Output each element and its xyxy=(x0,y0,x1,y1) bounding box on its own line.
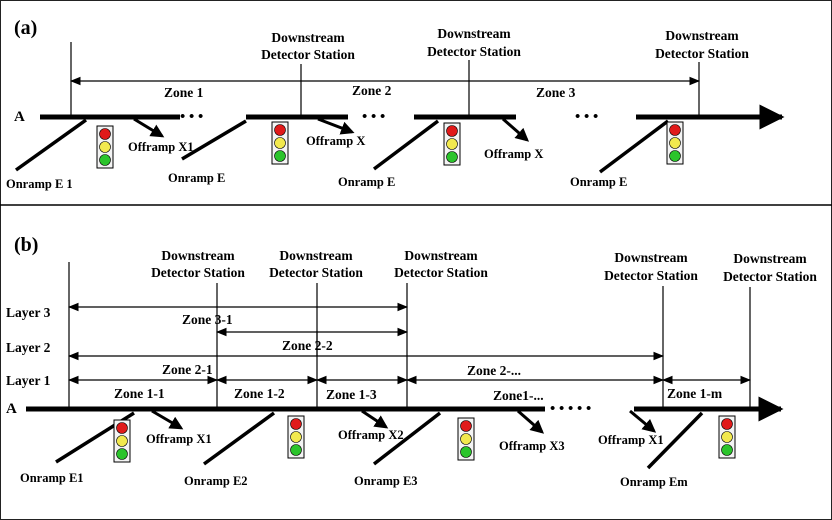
detector-station-label: Detector Station xyxy=(261,47,355,62)
detector-station-label: Downstream xyxy=(161,248,235,263)
zone-label: Zone 1 xyxy=(164,85,204,100)
zone-label: Zone 2-2 xyxy=(282,338,333,353)
detector-station-label: Downstream xyxy=(665,28,739,43)
traffic-signal-icon xyxy=(718,415,736,459)
gap-dots: • • • xyxy=(180,109,203,125)
detector-station-label: Detector Station xyxy=(655,46,749,61)
point-a-label: A xyxy=(14,109,25,125)
offramp-arrow xyxy=(629,409,657,433)
offramp-arrow xyxy=(133,117,165,138)
offramp-label: Offramp X1 xyxy=(598,433,664,447)
gap-dots: • • • xyxy=(575,109,598,125)
onramp-label: Onramp E3 xyxy=(354,474,418,488)
zone-label: Zone 1-m xyxy=(667,386,723,401)
traffic-signal-icon xyxy=(271,121,289,165)
offramp-label: Offramp X xyxy=(484,147,543,161)
detector-station-label: Detector Station xyxy=(604,268,698,283)
offramp-label: Offramp X1 xyxy=(128,140,194,154)
detector-station-label: Detector Station xyxy=(427,44,521,59)
traffic-signal-icon xyxy=(457,417,475,461)
onramp-label: Onramp E2 xyxy=(184,474,248,488)
onramp-label: Onramp E xyxy=(570,175,627,189)
onramp-label: Onramp Em xyxy=(620,475,688,489)
traffic-signal-icon xyxy=(96,125,114,169)
offramp-arrow xyxy=(151,409,184,430)
panel-a-label: (a) xyxy=(14,17,37,39)
zone-label: Zone 2-1 xyxy=(162,362,213,377)
zone-label: Zone 2 xyxy=(352,83,392,98)
zone-label: Zone 1-3 xyxy=(326,387,377,402)
onramp-arrow xyxy=(372,411,442,466)
detector-station-label: Downstream xyxy=(279,248,353,263)
gap-dots: • • • xyxy=(362,109,385,125)
offramp-arrow xyxy=(317,117,355,135)
detector-station-label: Downstream xyxy=(614,250,688,265)
traffic-signal-icon xyxy=(113,419,131,463)
offramp-label: Offramp X xyxy=(306,134,365,148)
detector-station-label: Detector Station xyxy=(723,269,817,284)
detector-station-label: Downstream xyxy=(271,30,345,45)
layer-label: Layer 1 xyxy=(6,373,51,388)
gap-dots: • • • • • xyxy=(550,401,591,417)
layer-label: Layer 3 xyxy=(6,305,51,320)
zone-label: Zone 3 xyxy=(536,85,576,100)
onramp-label: Onramp E xyxy=(338,175,395,189)
onramp-label: Onramp E 1 xyxy=(6,177,73,191)
zone-label: Zone 1-1 xyxy=(114,386,165,401)
detector-station-label: Downstream xyxy=(404,248,478,263)
detector-station-label: Detector Station xyxy=(394,265,488,280)
zone-label: Zone 2-... xyxy=(467,363,521,378)
onramp-arrow xyxy=(372,119,440,171)
detector-station-label: Downstream xyxy=(437,26,511,41)
layer-label: Layer 2 xyxy=(6,340,51,355)
detector-station-label: Downstream xyxy=(733,251,807,266)
panel-b-label: (b) xyxy=(14,234,38,256)
offramp-arrow xyxy=(502,117,530,142)
panel-a: (a) A • • • • • • • • • Zone 1 Zone 2 Zo… xyxy=(6,17,785,191)
offramp-label: Offramp X2 xyxy=(338,428,404,442)
traffic-signal-icon xyxy=(287,415,305,459)
zone-label: Zone1-... xyxy=(493,388,544,403)
point-a-label: A xyxy=(6,401,17,417)
offramp-label: Offramp X1 xyxy=(146,432,212,446)
offramp-arrow xyxy=(361,409,389,429)
onramp-arrow xyxy=(181,119,247,161)
traffic-signal-icon xyxy=(443,122,461,166)
zone-label: Zone 3-1 xyxy=(182,312,233,327)
onramp-label: Onramp E1 xyxy=(20,471,84,485)
detector-station-label: Detector Station xyxy=(151,265,245,280)
offramp-label: Offramp X3 xyxy=(499,439,565,453)
detector-station-label: Detector Station xyxy=(269,265,363,280)
onramp-label: Onramp E xyxy=(168,171,225,185)
traffic-signal-icon xyxy=(666,121,684,165)
onramp-arrow xyxy=(598,119,670,174)
panel-b: (b) A Layer 3 Layer 2 Layer 1 • • • • • … xyxy=(6,234,817,489)
onramp-arrow xyxy=(646,411,704,470)
onramp-arrow xyxy=(14,118,88,172)
onramp-arrow xyxy=(202,411,276,466)
zone-label: Zone 1-2 xyxy=(234,386,285,401)
offramp-arrow xyxy=(517,409,545,434)
